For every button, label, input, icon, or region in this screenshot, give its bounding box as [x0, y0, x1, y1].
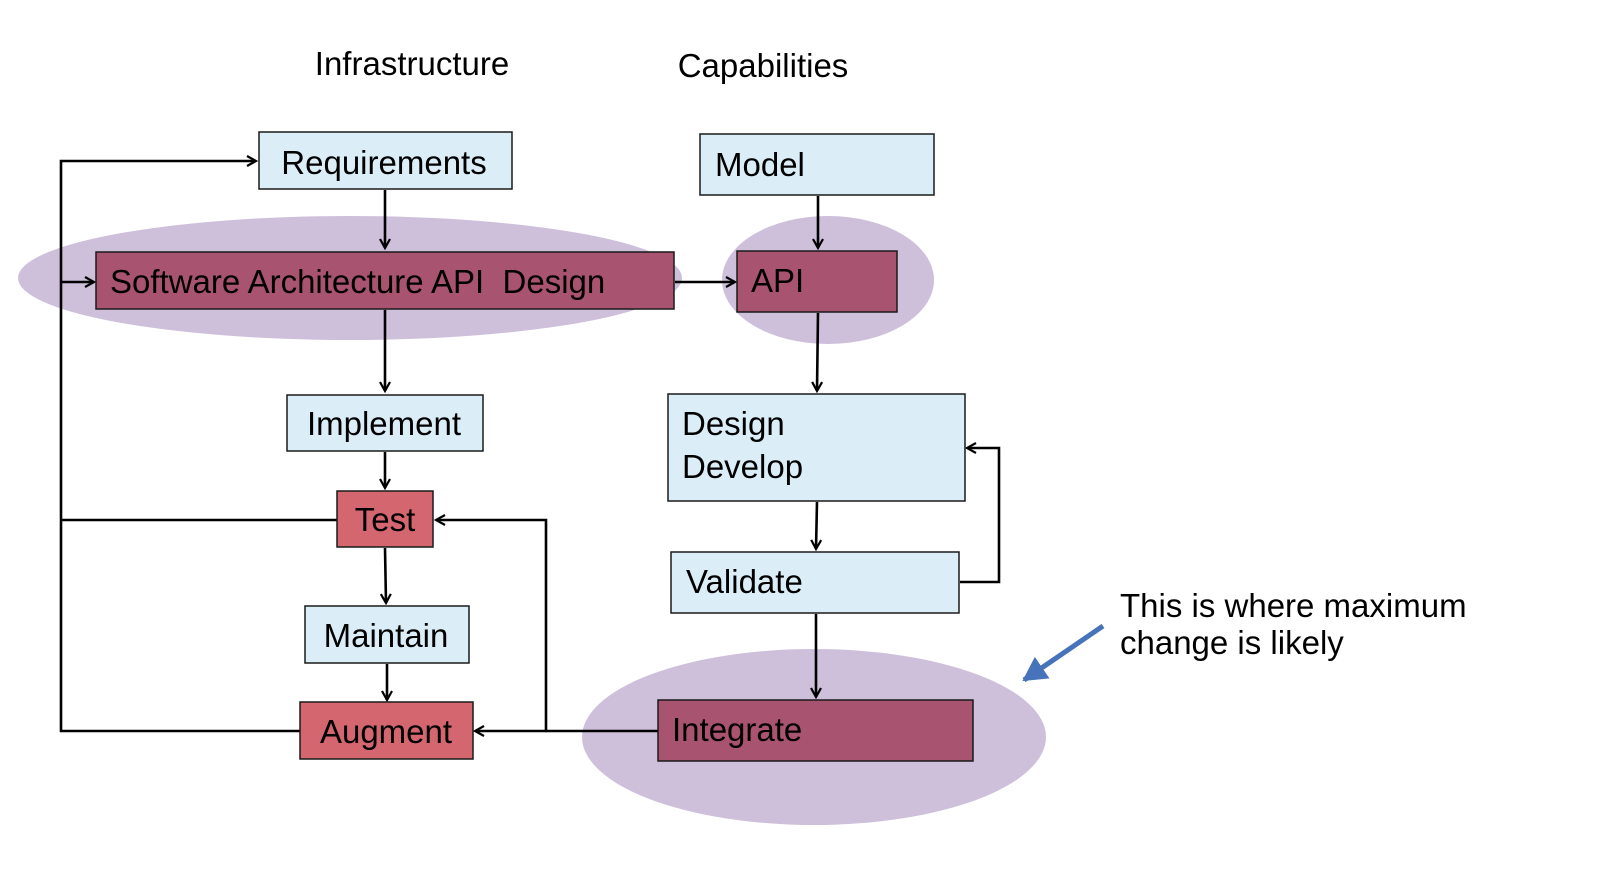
- node-integrate-label: Integrate: [672, 711, 802, 748]
- annotation-arrow-icon: [1022, 623, 1105, 683]
- node-api-label: API: [751, 262, 804, 299]
- node-develop-label: Develop: [682, 448, 803, 485]
- node-software-architecture: Software Architecture API Design: [95, 251, 675, 310]
- node-implement-label: Implement: [307, 405, 461, 442]
- node-augment: Augment: [299, 701, 474, 760]
- arrow-integrate-test: [436, 520, 658, 733]
- node-integrate: Integrate: [657, 699, 974, 762]
- header-infrastructure: Infrastructure: [315, 45, 509, 82]
- node-maintain-label: Maintain: [324, 617, 449, 654]
- node-requirements: Requirements: [258, 131, 513, 190]
- node-implement: Implement: [286, 394, 484, 452]
- node-augment-label: Augment: [320, 713, 452, 750]
- node-validate-label: Validate: [686, 563, 803, 600]
- node-software-architecture-label: Software Architecture API Design: [110, 263, 605, 300]
- node-design-develop: Design Develop: [667, 393, 966, 502]
- node-validate: Validate: [670, 551, 960, 614]
- node-requirements-label: Requirements: [281, 144, 486, 181]
- arrow-test-maintain: [385, 547, 386, 603]
- arrow-api-design: [817, 312, 818, 391]
- annotation-line-1: This is where maximum: [1120, 587, 1467, 624]
- arrow-validate-loop-design: [960, 448, 1001, 584]
- node-test-label: Test: [355, 501, 416, 538]
- annotation-line-2: change is likely: [1120, 624, 1344, 661]
- feedback-line-augment: [59, 161, 300, 733]
- node-test: Test: [336, 490, 434, 548]
- header-capabilities: Capabilities: [678, 47, 849, 84]
- node-model-label: Model: [715, 146, 805, 183]
- node-model: Model: [699, 133, 935, 196]
- node-api: API: [736, 250, 898, 313]
- arrow-design-validate: [816, 501, 817, 549]
- node-maintain: Maintain: [304, 605, 470, 664]
- node-design-label: Design: [682, 405, 785, 442]
